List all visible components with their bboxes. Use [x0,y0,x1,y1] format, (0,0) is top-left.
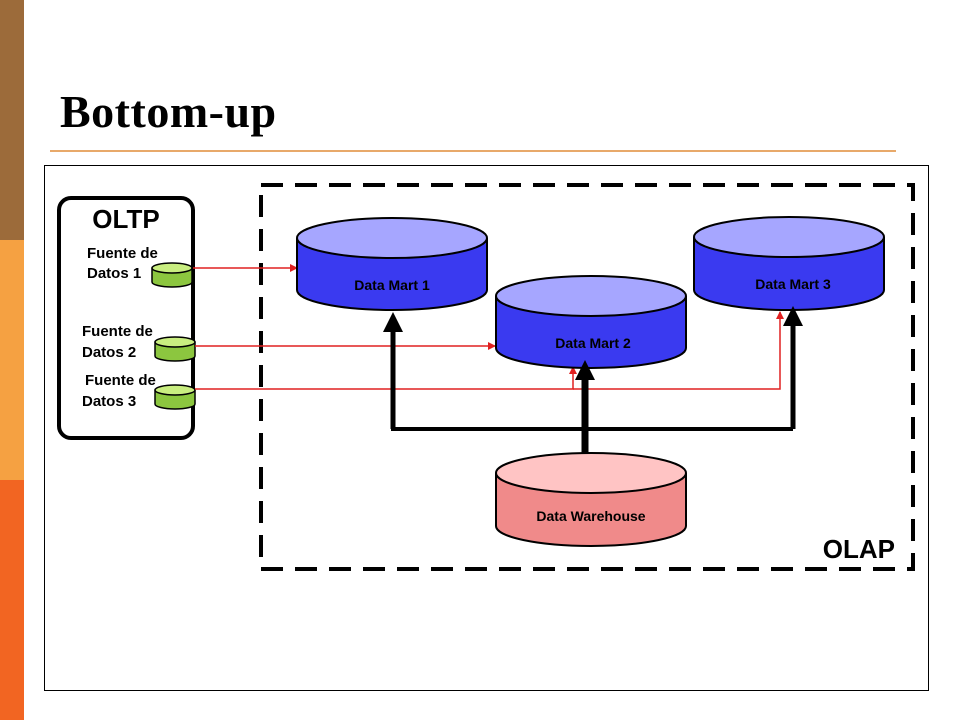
data-mart-1-cylinder [296,217,488,311]
olap-label: OLAP [823,534,895,564]
oltp-box [57,196,195,440]
title-rule [50,150,896,152]
source-3-database-icon [154,384,196,410]
architecture-diagram: OLAP OLTP Fuente de Datos 1 Fuente de Da… [57,183,915,571]
data-mart-3-label: Data Mart 3 [755,276,831,292]
olap-boundary [259,183,915,571]
diagram-frame: OLAP OLTP Fuente de Datos 1 Fuente de Da… [44,165,929,691]
slide-title: Bottom-up [60,86,277,137]
accent-segment-orange [0,240,24,480]
data-mart-3-cylinder [693,216,885,311]
source-1-database-icon [151,262,193,288]
source-2-database-icon [154,336,196,362]
flow-source3-to-mart3 [573,311,784,390]
data-mart-2-cylinder [495,275,687,369]
source-3-label-line2: Datos 3 [82,393,136,410]
flow-source3-to-mart2 [195,366,577,390]
data-mart-2-label: Data Mart 2 [555,335,631,351]
accent-bar [0,0,24,720]
data-warehouse-cylinder [495,452,687,547]
data-warehouse-label: Data Warehouse [536,508,645,524]
source-1-label-line1: Fuente de [87,245,158,262]
accent-segment-red-orange [0,480,24,720]
source-3-label-line1: Fuente de [85,372,156,389]
load-arrowhead-mart3 [783,306,803,326]
source-2-label-line1: Fuente de [82,323,153,340]
oltp-label: OLTP [92,204,159,234]
source-2-label-line2: Datos 2 [82,344,136,361]
data-mart-1-label: Data Mart 1 [354,277,430,293]
load-arrowhead-mart1 [383,312,403,332]
load-arrowhead-mart2 [575,360,595,380]
source-1-label-line2: Datos 1 [87,265,141,282]
accent-segment-brown [0,0,24,240]
